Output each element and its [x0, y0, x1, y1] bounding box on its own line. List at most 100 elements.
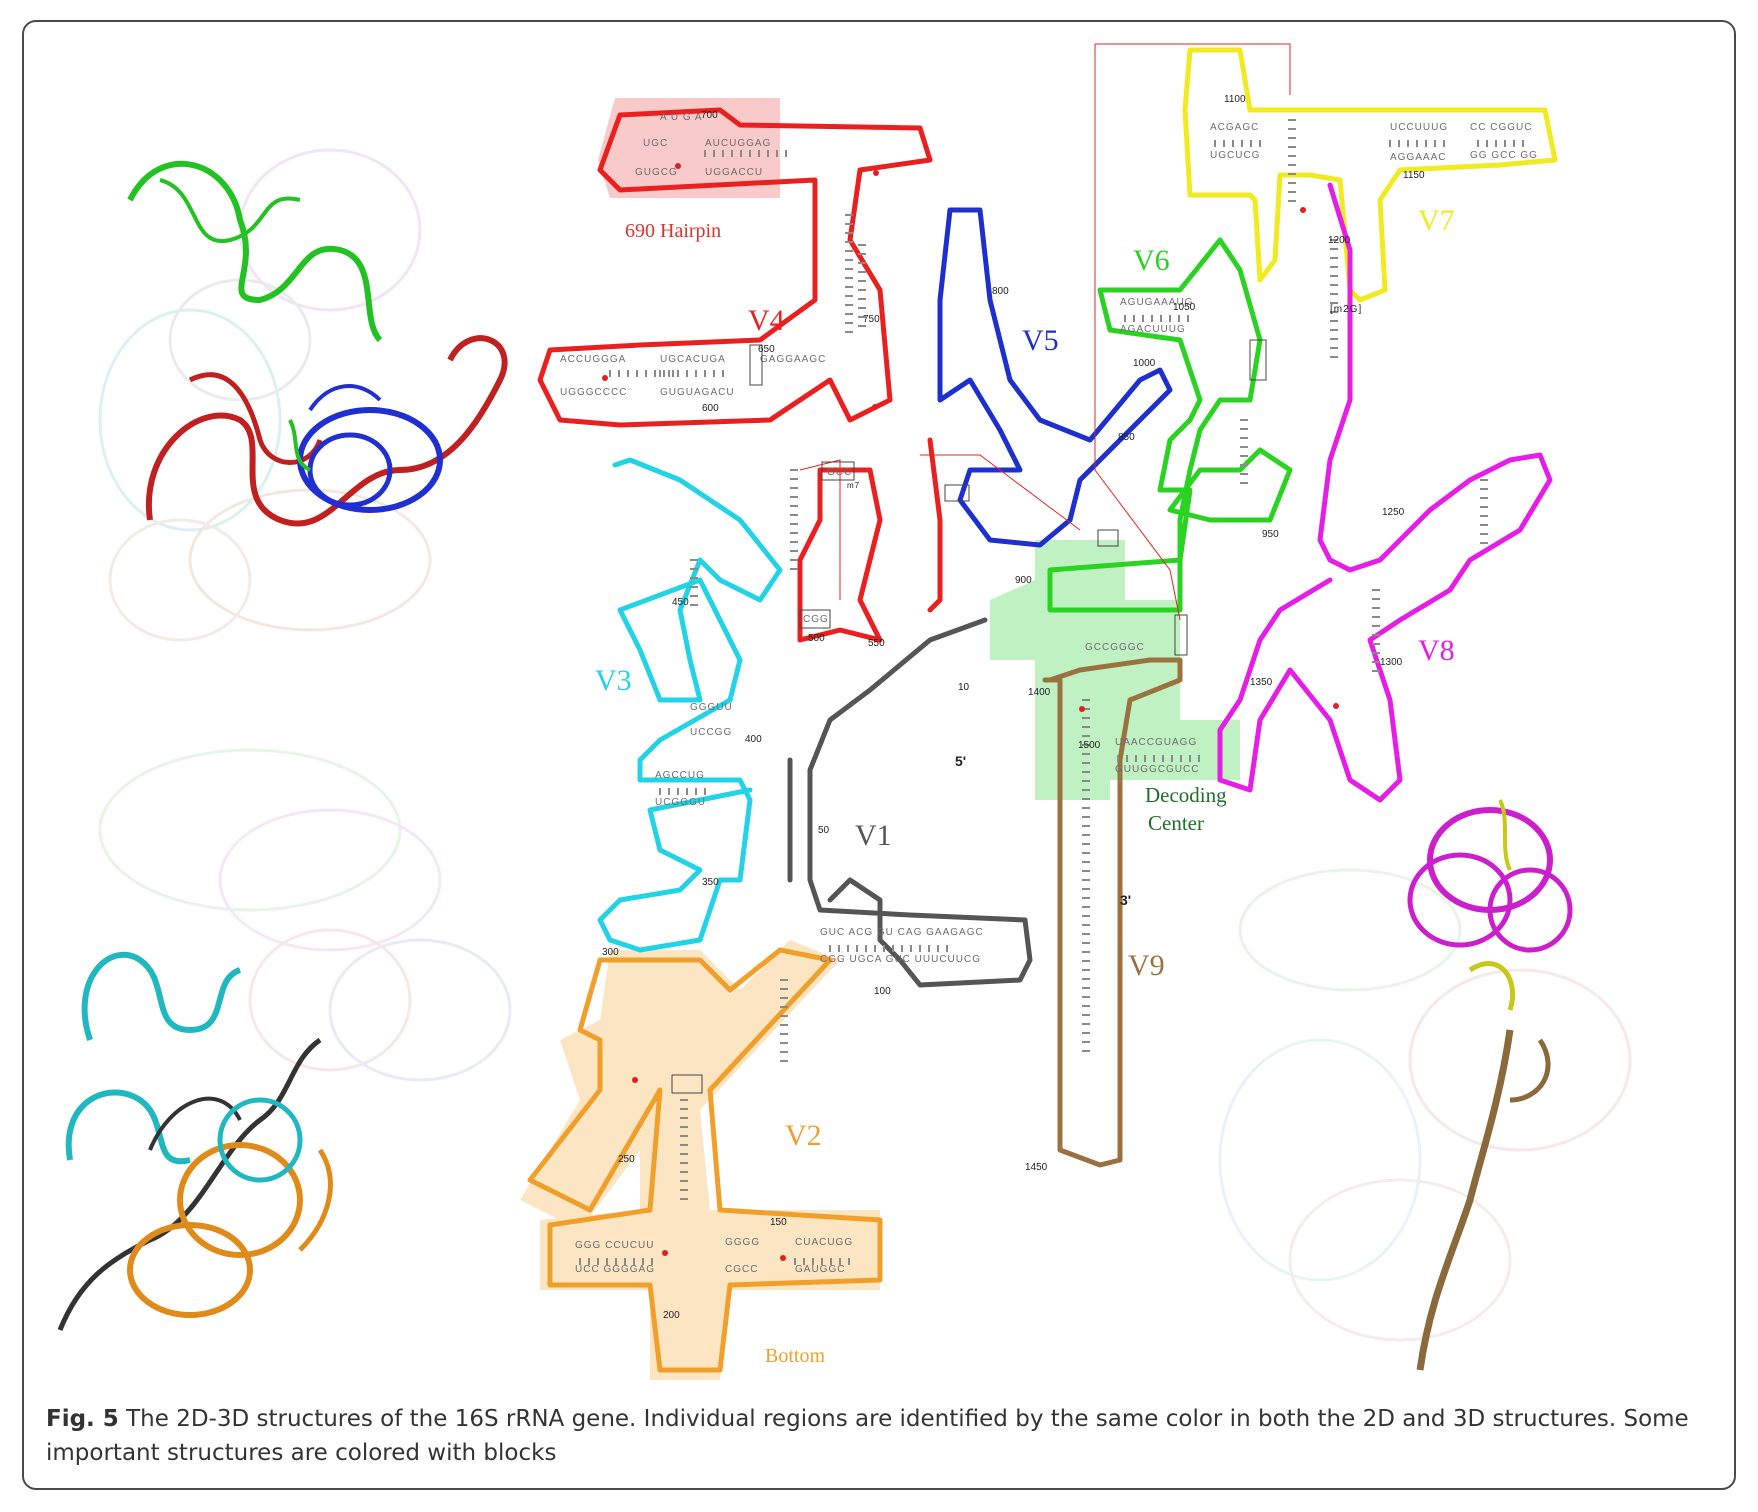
- position-number-550: 550: [868, 638, 885, 649]
- seq-v4-2: UGGGCCCC: [560, 387, 627, 398]
- v3-outline: [597, 457, 783, 953]
- seq-v7-1: UCCUUUG: [1390, 122, 1448, 133]
- position-number-700: 700: [701, 110, 718, 121]
- position-number-1400: 1400: [1028, 687, 1051, 698]
- seq-v2-3: GGGG: [725, 1237, 760, 1248]
- v6-outline: [1047, 237, 1263, 613]
- three-prime-label: 3': [1120, 892, 1131, 908]
- seq-hairpin-2: UGGACCU: [705, 167, 763, 178]
- bottom-block: [520, 940, 880, 1380]
- position-number-1000: 1000: [1133, 358, 1156, 369]
- ribosome-3d-top-left: [98, 148, 508, 642]
- v1-outline: [787, 617, 1033, 988]
- v4-outline: [537, 107, 933, 428]
- label-v4: V4: [748, 304, 785, 337]
- seq-v2-6: GAUGGC: [795, 1264, 845, 1275]
- seq-v7-5: CC CGGUC: [1470, 122, 1532, 133]
- decoding-center-label-1: Decoding: [1145, 783, 1227, 807]
- seq-v4-4: GUGUAGACU: [660, 387, 735, 398]
- position-number-250: 250: [618, 1154, 635, 1165]
- position-number-950: 950: [1262, 529, 1279, 540]
- position-number-600: 600: [702, 403, 719, 414]
- seq-decoding-1: UAACCGUAGG: [1115, 737, 1197, 748]
- seq-v2-4: CGCC: [725, 1264, 758, 1275]
- v8-outline: [1217, 182, 1553, 803]
- seq-v4-5: GAGGAAGC: [760, 354, 826, 365]
- position-number-150: 150: [770, 1217, 787, 1228]
- position-number-650: 650: [758, 344, 775, 355]
- bottom-label: Bottom: [765, 1345, 825, 1367]
- caption-lead: Fig. 5: [46, 1406, 119, 1432]
- v7-outline: [1182, 47, 1558, 303]
- label-v3: V3: [595, 664, 632, 697]
- v6-inner: [1167, 447, 1293, 523]
- seq-v6-1: AGUGAAAUG: [1120, 297, 1193, 308]
- label-v1: V1: [855, 819, 892, 852]
- seq-v7-4: UGCUCG: [1210, 150, 1260, 161]
- modification-m2g: [m2G]: [1330, 304, 1362, 315]
- decoding-center-label-2: Center: [1148, 811, 1204, 835]
- position-number-10: 10: [958, 682, 970, 693]
- v9-outline: [1042, 657, 1183, 1168]
- position-number-450: 450: [672, 597, 689, 608]
- position-number-1200: 1200: [1328, 235, 1351, 246]
- seq-v3-4: UCCGG: [690, 727, 732, 738]
- seq-decoding-2: GUUGGCGUCC: [1115, 764, 1199, 775]
- position-number-300: 300: [602, 947, 619, 958]
- seq-v9: GCCGGGC: [1085, 642, 1145, 653]
- position-number-1500: 1500: [1078, 740, 1101, 751]
- seq-hairpin-3: UGC: [643, 138, 668, 149]
- position-number-50: 50: [818, 825, 830, 836]
- seq-v2-2: UCC GGGGAG: [575, 1264, 655, 1275]
- seq-v7-2: AGGAAAC: [1390, 152, 1446, 163]
- caption-text: The 2D-3D structures of the 16S rRNA gen…: [46, 1406, 1689, 1466]
- v2-outline: [527, 947, 883, 1373]
- seq-hairpin-top: A U G A: [660, 112, 703, 123]
- seq-v2-1: GGG CCUCUU: [575, 1240, 654, 1251]
- label-v6: V6: [1133, 244, 1170, 277]
- ribosome-3d-bottom-left: [57, 748, 512, 1331]
- position-number-1150: 1150: [1403, 170, 1425, 181]
- position-number-100: 100: [874, 986, 891, 997]
- seq-v7-3: ACGAGC: [1210, 122, 1259, 133]
- seq-v6-2: AGACUUUG: [1120, 324, 1186, 335]
- seq-v1-1: GUC ACG GU CAG GAAGAGC: [820, 927, 984, 938]
- seq-misc-2: CGG: [803, 614, 829, 625]
- label-v5: V5: [1022, 324, 1059, 357]
- seq-v4-1: ACCUGGGA: [560, 354, 626, 365]
- position-number-750: 750: [863, 314, 880, 325]
- position-number-500: 500: [808, 633, 825, 644]
- v4-inner: [797, 467, 883, 643]
- v5-outline: [937, 207, 1173, 548]
- seq-v3-3: GGGUU: [690, 702, 733, 713]
- seq-v1-2: CGG UGCA GUC UUUCUUCG: [820, 954, 981, 965]
- seq-v7-6: GG GCC GG: [1470, 150, 1538, 161]
- label-v9: V9: [1128, 949, 1165, 982]
- ribosome-3d-bottom-right: [1218, 799, 1632, 1371]
- hairpin-690-label: 690 Hairpin: [625, 220, 721, 242]
- label-v8: V8: [1418, 634, 1455, 667]
- position-number-1250: 1250: [1382, 507, 1405, 518]
- position-number-200: 200: [663, 1310, 680, 1321]
- seq-v3-2: UCGGGU: [655, 797, 706, 808]
- v4-stem: [927, 437, 943, 613]
- label-v2: V2: [785, 1119, 822, 1152]
- position-number-900: 900: [1015, 575, 1032, 586]
- figure-caption: Fig. 5 The 2D-3D structures of the 16S r…: [46, 1402, 1706, 1470]
- seq-misc-1: GCC: [827, 467, 852, 478]
- five-prime-label: 5': [955, 753, 966, 769]
- position-number-1050: 1050: [1173, 302, 1196, 313]
- position-number-850: 850: [1118, 432, 1135, 443]
- seq-v4-3: UGCACUGA: [660, 354, 726, 365]
- seq-hairpin-1: AUCUGGAG: [705, 138, 771, 149]
- sequence-labels: A U G A AUCUGGAG UGGACCU UGC GUGCG ACCUG…: [560, 112, 1538, 1275]
- seq-v2-5: CUACUGG: [795, 1237, 853, 1248]
- position-number-800: 800: [992, 286, 1009, 297]
- position-number-400: 400: [745, 734, 762, 745]
- position-number-1300: 1300: [1380, 657, 1403, 668]
- base-pair-ticks: [579, 119, 1524, 1265]
- seq-v3-1: AGCCUG: [655, 770, 705, 781]
- position-number-350: 350: [702, 877, 719, 888]
